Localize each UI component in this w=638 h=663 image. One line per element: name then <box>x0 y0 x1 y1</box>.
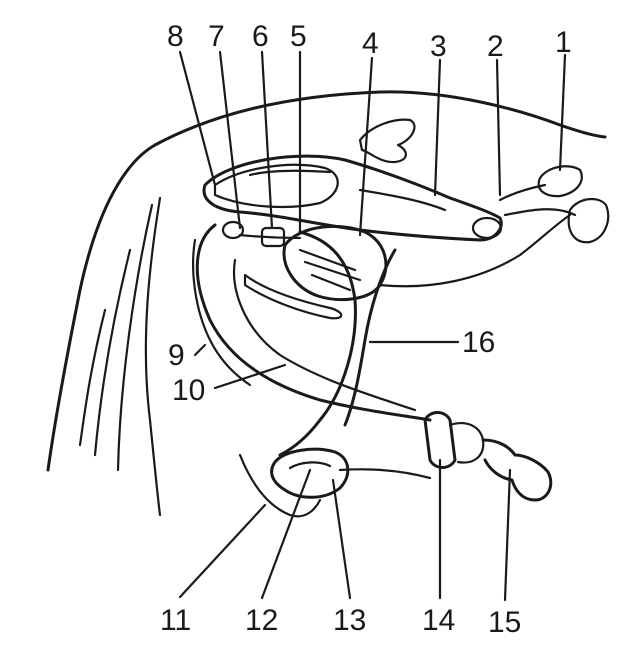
sheath-hair <box>192 238 252 387</box>
kidney-outline <box>358 118 416 164</box>
leader-9 <box>193 343 207 357</box>
label-7: 7 <box>208 20 225 53</box>
label-9: 9 <box>168 339 185 372</box>
label-8: 8 <box>167 20 184 53</box>
retractor-muscle <box>243 273 343 320</box>
label-6: 6 <box>252 20 269 53</box>
label-14: 14 <box>422 604 455 637</box>
glans <box>481 438 553 502</box>
leader-13 <box>331 478 352 600</box>
gland-connection <box>338 468 432 480</box>
body-back-outline <box>153 90 607 147</box>
rectum-texture <box>248 169 447 212</box>
leader-4 <box>358 56 374 237</box>
stippled-gland <box>213 163 339 209</box>
prepuce <box>423 411 457 469</box>
leader-15 <box>503 468 512 602</box>
leader-1 <box>558 53 567 172</box>
hind-quarter-outline <box>46 143 157 472</box>
leader-12 <box>260 468 312 600</box>
leader-11 <box>178 503 267 599</box>
loop-vessel <box>278 230 397 457</box>
leader-6 <box>260 50 274 230</box>
tail-strokes <box>78 196 162 517</box>
leader-lines <box>178 50 567 602</box>
leader-3 <box>433 58 442 197</box>
gland-7 <box>221 220 245 240</box>
label-10: 10 <box>172 374 205 407</box>
lower-gland-texture <box>288 461 332 470</box>
leader-8 <box>178 50 217 187</box>
vas-deferens-lower <box>503 208 577 217</box>
penis-shaft <box>195 223 432 422</box>
label-3: 3 <box>430 30 447 63</box>
leader-7 <box>218 50 242 230</box>
vessel-to-testis <box>378 213 572 288</box>
label-13: 13 <box>333 604 366 637</box>
vas-deferens-upper <box>498 183 547 202</box>
leader-10 <box>213 363 287 390</box>
label-1: 1 <box>555 26 572 59</box>
label-5: 5 <box>290 20 307 53</box>
lower-gland <box>270 447 350 499</box>
vessel-11 <box>238 453 322 518</box>
label-12: 12 <box>245 604 278 637</box>
rectum-opening <box>471 216 503 240</box>
leader-2 <box>495 58 502 197</box>
urethra-segment <box>238 233 302 240</box>
label-11: 11 <box>160 604 191 637</box>
label-16: 16 <box>462 326 495 359</box>
label-2: 2 <box>487 30 504 63</box>
testis-lower <box>567 197 610 244</box>
penis-shaft-inner <box>233 258 417 412</box>
label-15: 15 <box>488 606 521 639</box>
label-4: 4 <box>362 27 379 60</box>
